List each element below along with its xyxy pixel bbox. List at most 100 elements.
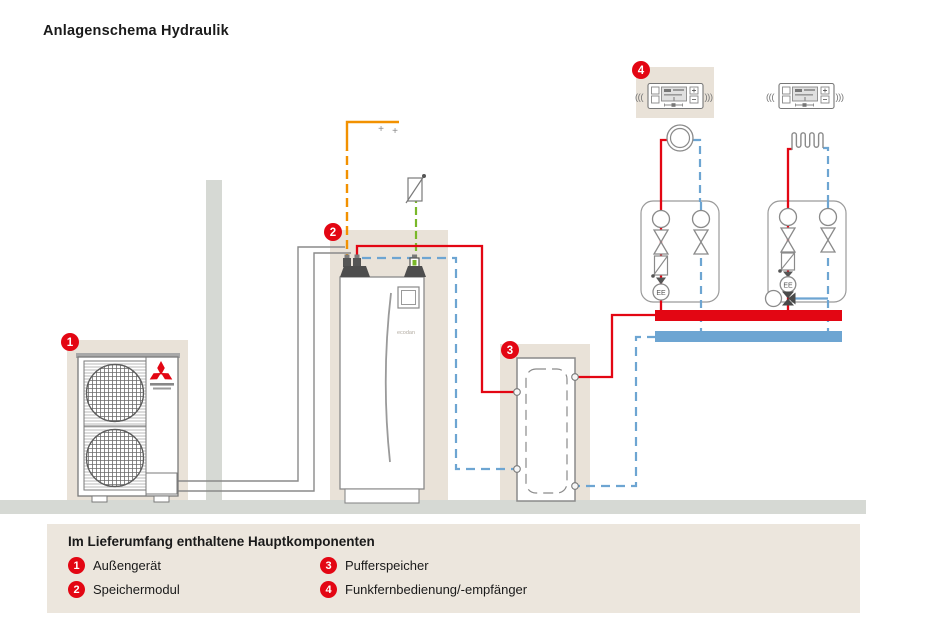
return-pipe-manifold-to-tank xyxy=(578,335,656,488)
pump-icon xyxy=(652,283,670,301)
plus-glyph xyxy=(692,88,696,93)
tank-port-flow-in xyxy=(513,388,521,396)
return-manifold-bar xyxy=(655,331,842,342)
ecodan-label: ecodan xyxy=(397,330,415,336)
display-segment xyxy=(795,89,802,92)
remote-button xyxy=(782,86,791,95)
valve-icon xyxy=(652,229,710,255)
radio-waves-right-icon: ))) xyxy=(705,92,713,103)
mixer-actuator-icon xyxy=(764,289,783,308)
legend-item-aussengeraet: 1 Außengerät xyxy=(68,557,161,574)
module-connectors xyxy=(340,254,426,277)
tank-port-return-in xyxy=(571,482,579,490)
remote-button xyxy=(651,95,660,104)
heating-circuit-1: EE xyxy=(640,200,720,331)
fan-coil-inner xyxy=(669,127,691,149)
legend-label-2: Speichermodul xyxy=(93,582,180,597)
badge-4-number: 4 xyxy=(638,65,645,77)
legend-item-pufferspeicher: 3 Pufferspeicher xyxy=(320,557,429,574)
pipe-cut-mark-2: + xyxy=(392,126,398,137)
remote-button xyxy=(782,95,791,104)
gauge-icon xyxy=(651,209,671,229)
legend-badge-4: 4 xyxy=(320,581,337,598)
legend-item-speichermodul: 2 Speichermodul xyxy=(68,581,180,598)
underfloor-emitter xyxy=(786,132,830,202)
fan-bottom-icon xyxy=(85,428,145,488)
legend-label-1: Außengerät xyxy=(93,558,161,573)
module-display-screen xyxy=(401,290,416,305)
slider-knob xyxy=(671,103,676,107)
badge-1-number: 1 xyxy=(67,337,74,349)
pump-triangle xyxy=(783,271,793,278)
pump-label: EE xyxy=(783,282,793,289)
storage-module: ecodan xyxy=(339,276,425,504)
outdoor-unit-top-cap xyxy=(76,353,180,358)
remote-button xyxy=(651,86,660,95)
badge-1-circle xyxy=(61,333,79,351)
page-title: Anlagenschema Hydraulik xyxy=(43,23,229,39)
badge-3-circle xyxy=(501,341,519,359)
tank-body xyxy=(516,357,576,502)
ground xyxy=(0,500,866,514)
gauge-icon xyxy=(691,209,711,229)
fan-top-icon xyxy=(85,363,145,423)
legend-item-funkfernbedienung: 4 Funkfernbedienung/-empfänger xyxy=(320,581,527,598)
foot-left xyxy=(91,495,108,503)
legend-badge-2: 2 xyxy=(68,581,85,598)
display-segment xyxy=(664,94,682,96)
badge-2-circle xyxy=(324,223,342,241)
heating-coil-icon xyxy=(791,132,824,150)
badge-4-circle xyxy=(632,61,650,79)
tank-port-flow-out xyxy=(571,373,579,381)
display-segment xyxy=(804,89,815,91)
emitter-return-line xyxy=(693,138,702,202)
radio-waves-left-icon: ((( xyxy=(766,92,775,103)
emitter-return-line xyxy=(823,146,830,202)
legend-badge-1: 1 xyxy=(68,557,85,574)
dhw-line xyxy=(345,120,399,263)
logo-text-strip2 xyxy=(153,387,171,390)
display-segment xyxy=(795,94,813,96)
remote-control-2: ((( ))) xyxy=(766,82,844,110)
legend-badge-3: 3 xyxy=(320,557,337,574)
gauge-icon xyxy=(778,207,798,227)
legend-box: Im Lieferumfang enthaltene Hauptkomponen… xyxy=(47,524,860,613)
balancing-valve-pivot xyxy=(651,274,655,278)
mixing-valve-icon xyxy=(782,291,796,306)
refrigerant-pipe-2 xyxy=(177,252,351,492)
plus-glyph xyxy=(823,88,827,93)
buffer-tank xyxy=(516,357,576,502)
display-segment xyxy=(673,89,684,91)
module-body xyxy=(339,276,425,490)
fan-coil-emitter xyxy=(659,124,702,202)
valve-icon xyxy=(779,227,837,253)
foot-right xyxy=(153,495,170,503)
slider-knob xyxy=(802,103,807,107)
pump-triangle xyxy=(656,277,666,285)
legend-label-3: Pufferspeicher xyxy=(345,558,429,573)
refrigerant-pipes xyxy=(177,246,351,492)
display-segment xyxy=(664,89,671,92)
wall xyxy=(206,180,222,500)
emitter-flow-line xyxy=(659,138,667,202)
temperature-sensor-icon xyxy=(405,174,426,204)
flow-pipe-module-to-tank xyxy=(355,244,514,394)
flow-manifold-bar xyxy=(655,310,842,321)
mitsubishi-logo-icon xyxy=(149,361,173,380)
balancing-valve-lever xyxy=(779,252,795,272)
remote-control-1: ((( ))) xyxy=(635,82,713,110)
door-curve xyxy=(384,292,392,463)
outdoor-unit xyxy=(76,353,180,503)
module-base xyxy=(344,488,420,504)
tank-port-return-out xyxy=(513,465,521,473)
legend-label-4: Funkfernbedienung/-empfänger xyxy=(345,582,528,597)
dhw-line-solid xyxy=(345,120,399,151)
heating-circuit-2: EE xyxy=(764,200,847,331)
gauge-icon xyxy=(818,207,838,227)
return-pipe-tank-to-module xyxy=(362,256,514,471)
pump-label: EE xyxy=(656,290,666,297)
emitter-flow-line xyxy=(786,147,792,202)
badge-3-number: 3 xyxy=(507,345,513,357)
radio-waves-left-icon: ((( xyxy=(635,92,644,103)
